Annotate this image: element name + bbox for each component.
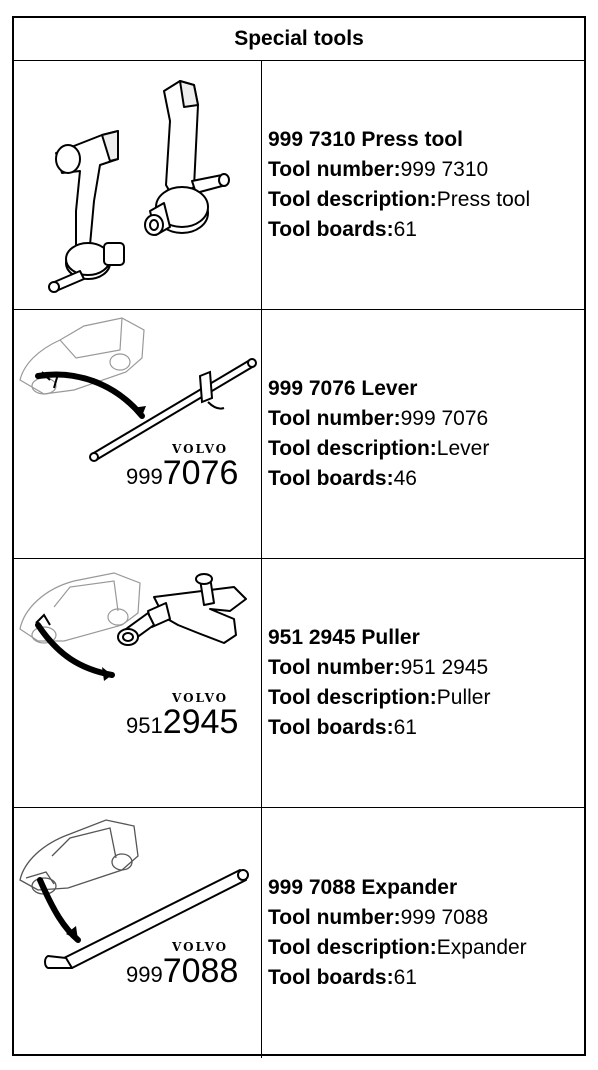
tool-description-value: Expander: [436, 936, 527, 959]
part-number-label: 9997076: [126, 454, 238, 493]
expander-icon: [19, 819, 249, 969]
tool-number-label: Tool number:: [268, 906, 401, 929]
tool-description-label: Tool description:: [268, 936, 437, 959]
table-header: Special tools: [14, 18, 584, 61]
tool-title: 999 7088 Expander: [268, 876, 458, 899]
tool-description-line: Tool description:Press tool: [268, 185, 584, 215]
tool-boards-line: Tool boards:46: [268, 464, 584, 494]
table-row: VOLVO 9997088 999 7088 Expander Tool num…: [14, 808, 584, 1058]
tool-number-value: 951 2945: [400, 656, 489, 679]
puller-illustration: VOLVO 9512945: [14, 559, 262, 807]
table-row: VOLVO 9512945 951 2945 Puller Tool numbe…: [14, 559, 584, 808]
part-number-prefix: 999: [126, 464, 163, 489]
tool-title: 999 7076 Lever: [268, 377, 418, 400]
part-number-main: 7088: [162, 952, 239, 990]
tool-boards-line: Tool boards:61: [268, 215, 584, 245]
volvo-logo: VOLVO: [172, 940, 229, 954]
tool-number-label: Tool number:: [268, 656, 401, 679]
table-row: 999 7310 Press tool Tool number:999 7310…: [14, 61, 584, 310]
tool-title: 951 2945 Puller: [268, 626, 420, 649]
tool-boards-value: 61: [393, 966, 417, 989]
tool-info: 951 2945 Puller Tool number:951 2945 Too…: [262, 559, 584, 807]
tool-number-line: Tool number:951 2945: [268, 653, 584, 683]
tool-info: 999 7088 Expander Tool number:999 7088 T…: [262, 808, 584, 1058]
tool-description-label: Tool description:: [268, 437, 437, 460]
tool-info: 999 7310 Press tool Tool number:999 7310…: [262, 61, 584, 309]
tool-number-line: Tool number:999 7076: [268, 404, 584, 434]
tool-boards-line: Tool boards:61: [268, 713, 584, 743]
tool-description-label: Tool description:: [268, 686, 437, 709]
volvo-logo: VOLVO: [172, 442, 229, 456]
special-tools-table: Special tools: [12, 16, 586, 1058]
tool-boards-value: 61: [393, 716, 417, 739]
tool-number-value: 999 7310: [400, 158, 489, 181]
tool-number-line: Tool number:999 7310: [268, 155, 584, 185]
tool-description-line: Tool description:Lever: [268, 434, 584, 464]
tool-number-line: Tool number:999 7088: [268, 903, 584, 933]
tool-description-line: Tool description:Puller: [268, 683, 584, 713]
tool-number-value: 999 7088: [400, 906, 489, 929]
tool-boards-label: Tool boards:: [268, 716, 394, 739]
press-tool-illustration: [14, 61, 262, 309]
part-number-label: 9997088: [126, 952, 238, 991]
tool-number-label: Tool number:: [268, 407, 401, 430]
lever-illustration: VOLVO 9997076: [14, 310, 262, 558]
tool-boards-value: 46: [393, 467, 417, 490]
tool-number-label: Tool number:: [268, 158, 401, 181]
part-number-prefix: 999: [126, 962, 163, 987]
press-tool-icon: [48, 80, 230, 293]
tool-description-label: Tool description:: [268, 188, 437, 211]
tool-description-value: Press tool: [436, 188, 531, 211]
tool-title: 999 7310 Press tool: [268, 128, 463, 151]
expander-illustration: VOLVO 9997088: [14, 808, 262, 1058]
tool-boards-label: Tool boards:: [268, 467, 394, 490]
tool-description-value: Puller: [436, 686, 491, 709]
puller-icon: [19, 572, 247, 681]
part-number-main: 7076: [162, 454, 239, 492]
volvo-logo: VOLVO: [172, 691, 229, 705]
lever-icon: [19, 317, 257, 462]
tool-number-value: 999 7076: [400, 407, 489, 430]
part-number-label: 9512945: [126, 703, 238, 742]
tool-boards-line: Tool boards:61: [268, 963, 584, 993]
tool-boards-label: Tool boards:: [268, 966, 394, 989]
part-number-main: 2945: [162, 703, 239, 741]
tool-description-line: Tool description:Expander: [268, 933, 584, 963]
part-number-prefix: 951: [126, 713, 163, 738]
tool-info: 999 7076 Lever Tool number:999 7076 Tool…: [262, 310, 584, 558]
tool-boards-label: Tool boards:: [268, 218, 394, 241]
tool-boards-value: 61: [393, 218, 417, 241]
table-row: VOLVO 9997076 999 7076 Lever Tool number…: [14, 310, 584, 559]
tool-description-value: Lever: [436, 437, 490, 460]
